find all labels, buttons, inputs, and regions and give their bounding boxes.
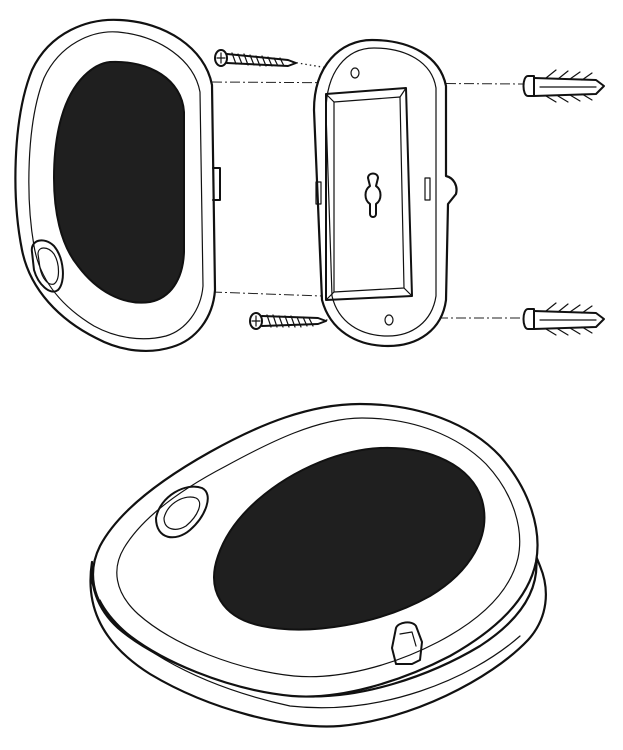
upper-anchor-fins xyxy=(545,69,593,103)
lower-screw-shank xyxy=(261,315,327,327)
lower-anchor-body xyxy=(533,310,605,330)
front-indicator-lens-outer xyxy=(30,239,64,293)
assembled-indicator-lens-outer xyxy=(155,485,209,539)
lower-screw xyxy=(249,312,327,330)
front-black-pad xyxy=(52,60,185,304)
back-plate xyxy=(312,38,458,348)
front-cover-bevel xyxy=(28,31,204,340)
upper-screw-head xyxy=(214,49,228,67)
assembled-black-pad xyxy=(213,446,486,631)
right-latch-slot xyxy=(424,177,431,201)
lower-wall-anchor xyxy=(522,302,605,336)
device-shell-bevel xyxy=(116,417,521,678)
lower-screw-thread xyxy=(266,314,314,328)
phillips-slot-icon xyxy=(216,52,226,64)
upper-alignment-line xyxy=(211,81,525,85)
upper-anchor-collar xyxy=(522,75,535,97)
upper-screw-thread xyxy=(231,52,285,67)
bottom-release-notch xyxy=(391,621,423,665)
lower-screw-hole xyxy=(384,314,394,326)
upper-screw-shank xyxy=(226,53,297,67)
front-cover-side-tab xyxy=(212,167,221,201)
assembled-device xyxy=(89,402,547,728)
lower-anchor-collar xyxy=(522,308,535,330)
front-indicator-lens-inner xyxy=(37,247,60,285)
exploded-view xyxy=(14,18,605,352)
upper-screw xyxy=(214,49,297,67)
back-plate-outline xyxy=(312,38,458,348)
bottom-release-notch-inner xyxy=(399,631,417,647)
base-plate-edge xyxy=(99,599,521,709)
back-plate-frame-depth xyxy=(325,87,413,301)
upper-anchor-body xyxy=(533,77,605,97)
keyhole-slot xyxy=(364,172,382,218)
assembled-indicator-lens-inner xyxy=(163,496,201,530)
upper-wall-anchor xyxy=(522,69,605,103)
phillips-slot-icon xyxy=(251,315,261,327)
lower-anchor-fins xyxy=(545,302,593,336)
front-cover xyxy=(14,18,221,352)
upper-screw-hole xyxy=(350,67,360,79)
lower-alignment-line-left xyxy=(211,291,323,297)
lower-screw-head xyxy=(249,312,263,330)
back-plate-rim xyxy=(325,47,437,337)
left-latch-slot xyxy=(315,181,322,205)
